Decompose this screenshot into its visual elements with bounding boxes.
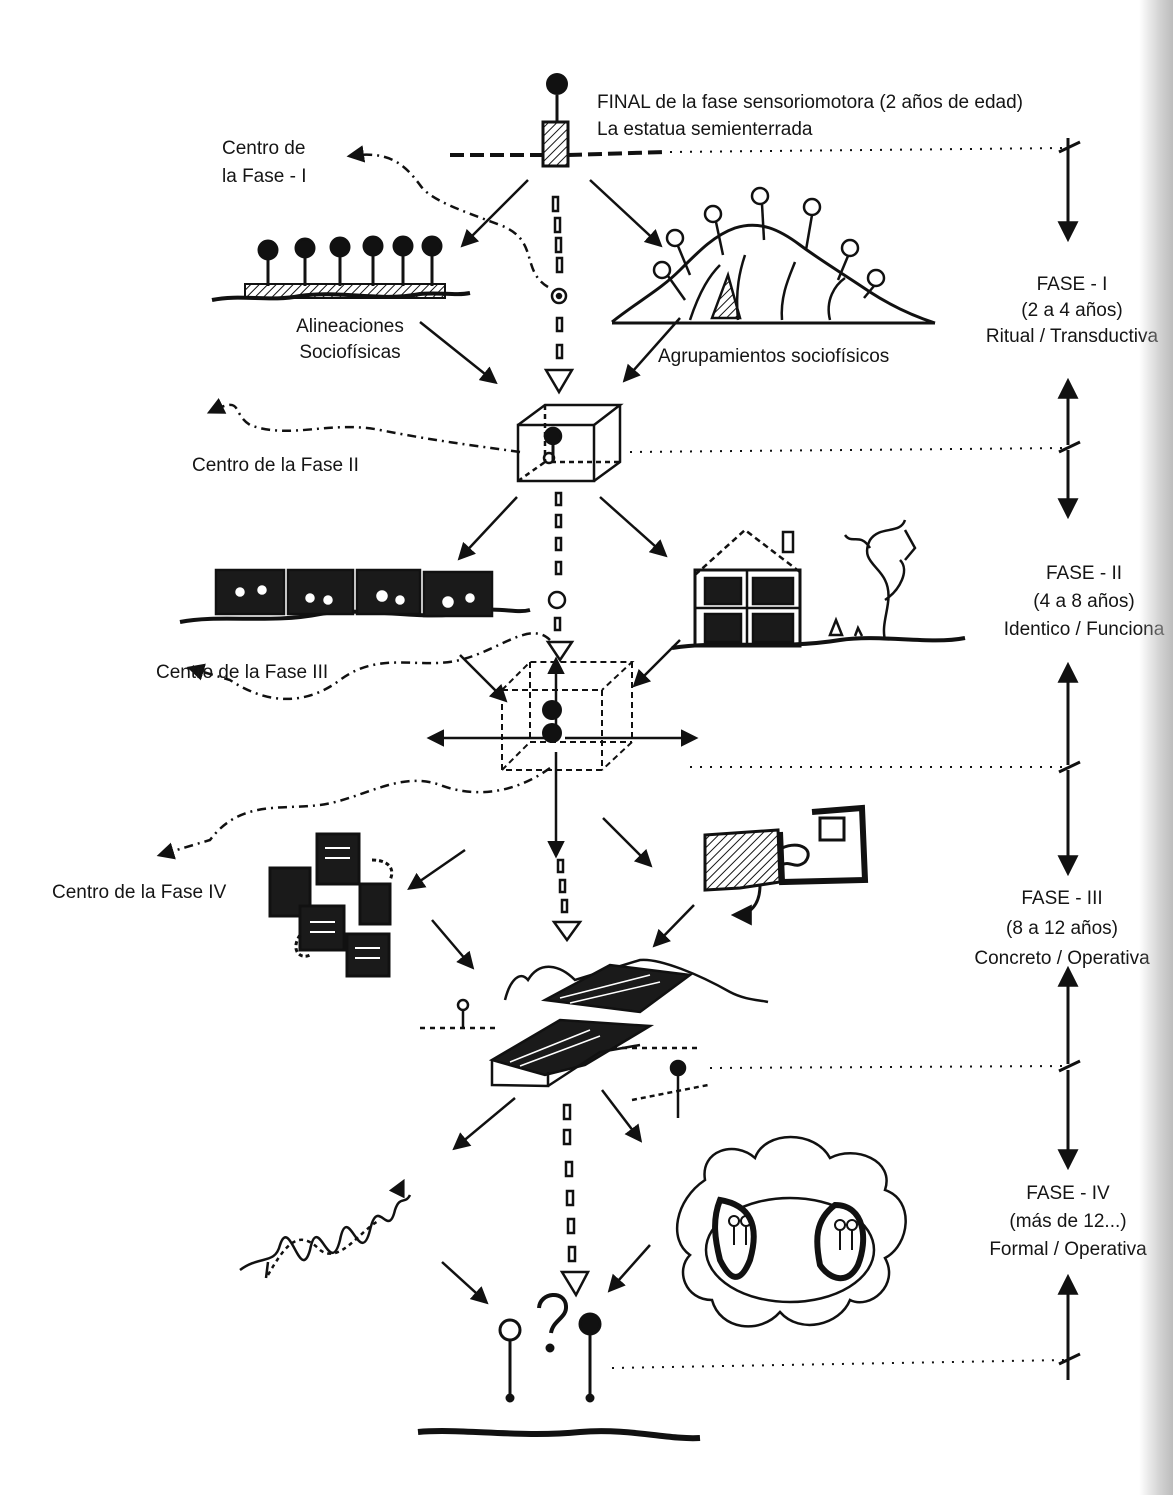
phase3-name: FASE - III [1021,888,1103,909]
phase3-type: Concreto / Operativa [974,948,1150,969]
sociophysical-alignments-figure [211,235,471,302]
phase-two-cube [516,403,624,483]
phase2-type: Identico / Funciona [1003,619,1165,640]
phase3-center-label: Centro de la Fase III [156,662,329,683]
phase4-type: Formal / Operativa [989,1239,1147,1260]
phase3-ages: (8 a 12 años) [1006,918,1118,939]
phase1-type: Ritual / Transductiva [985,326,1159,347]
page-edge-shadow [1139,0,1173,1495]
observer-figure [631,1059,709,1118]
phase2-ages: (4 a 8 años) [1033,591,1135,612]
phase2-name: FASE - II [1045,563,1123,584]
central-spine [543,195,591,1298]
phase1-name: FASE - I [1036,274,1108,295]
sociophysical-groupings-figure [611,186,936,325]
phase4-block: FASE - IV (más de 12...) Formal / Operat… [968,1180,1168,1264]
groupings-label: Agrupamientos sociofísicos [658,346,890,367]
final-phase-title: FINAL de la fase sensoriomotora (2 años … [597,92,1023,113]
alignments-line1: Alineaciones [296,316,404,337]
phase-three-figures [542,700,562,743]
room-plan-figure [703,804,869,926]
phase1-center-line1: Centro de [222,138,306,159]
phase2-block: FASE - II (4 a 8 años) Identico / Funcio… [984,560,1173,644]
statue-ground-line [450,150,666,157]
question-figures [417,1293,701,1442]
phase1-ages: (2 a 4 años) [1021,300,1123,321]
cloud-figure [675,1135,907,1328]
phase3-block: FASE - III (8 a 12 años) Concreto / Oper… [962,884,1162,974]
wave-figure [239,1182,410,1279]
phase4-center-label: Centro de la Fase IV [52,882,227,903]
phase1-center-line2: la Fase - I [222,166,307,187]
half-buried-statue [541,73,570,168]
cross-floorplan-figure [268,832,394,978]
row-of-rooms-figure [179,568,531,624]
phase4-ages: (más de 12...) [1009,1211,1127,1232]
isometric-block-figure [420,958,769,1088]
phase-scale [1057,138,1081,1380]
phase1-center-label: Centro de la Fase - I [222,135,306,191]
house-and-tree-figure [671,519,966,650]
phase1-block: FASE - I (2 a 4 años) Ritual / Transduct… [972,272,1172,350]
phase4-name: FASE - IV [1026,1183,1110,1204]
alignments-label: Alineaciones Sociofísicas [270,314,430,366]
alignments-line2: Sociofísicas [299,342,401,363]
center-paths [156,145,551,860]
phase2-center-label: Centro de la Fase II [192,455,359,476]
flow-arrows [407,179,699,1305]
statue-caption: La estatua semienterrada [597,119,813,140]
phase-three-cube [501,661,635,771]
